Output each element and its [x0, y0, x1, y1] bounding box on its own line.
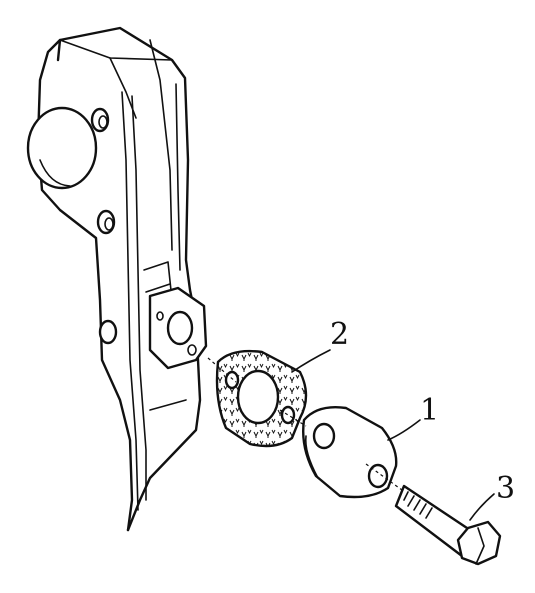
- mounting-pad-port: [166, 310, 194, 346]
- gasket-bolt-hole: [224, 370, 240, 390]
- gasket-center-hole: [236, 369, 280, 425]
- housing-port: [26, 106, 98, 190]
- callout-1: 1: [420, 393, 439, 428]
- cover-plate-bolt-hole: [367, 463, 389, 489]
- cover-plate: [302, 406, 398, 499]
- bolt-head: [456, 520, 502, 566]
- housing-bolt-hole: [98, 319, 118, 345]
- cover-plate-hole: [312, 422, 336, 450]
- gasket-bolt-hole: [280, 405, 296, 425]
- leader-1: [387, 419, 421, 441]
- housing: [26, 26, 208, 532]
- gasket: [215, 349, 308, 448]
- leader-3: [469, 493, 495, 521]
- bolt: [394, 484, 502, 566]
- callout-3: 3: [496, 471, 515, 506]
- assembly-axis: [207, 357, 403, 491]
- leader-2: [291, 349, 331, 373]
- callout-2: 2: [330, 317, 349, 352]
